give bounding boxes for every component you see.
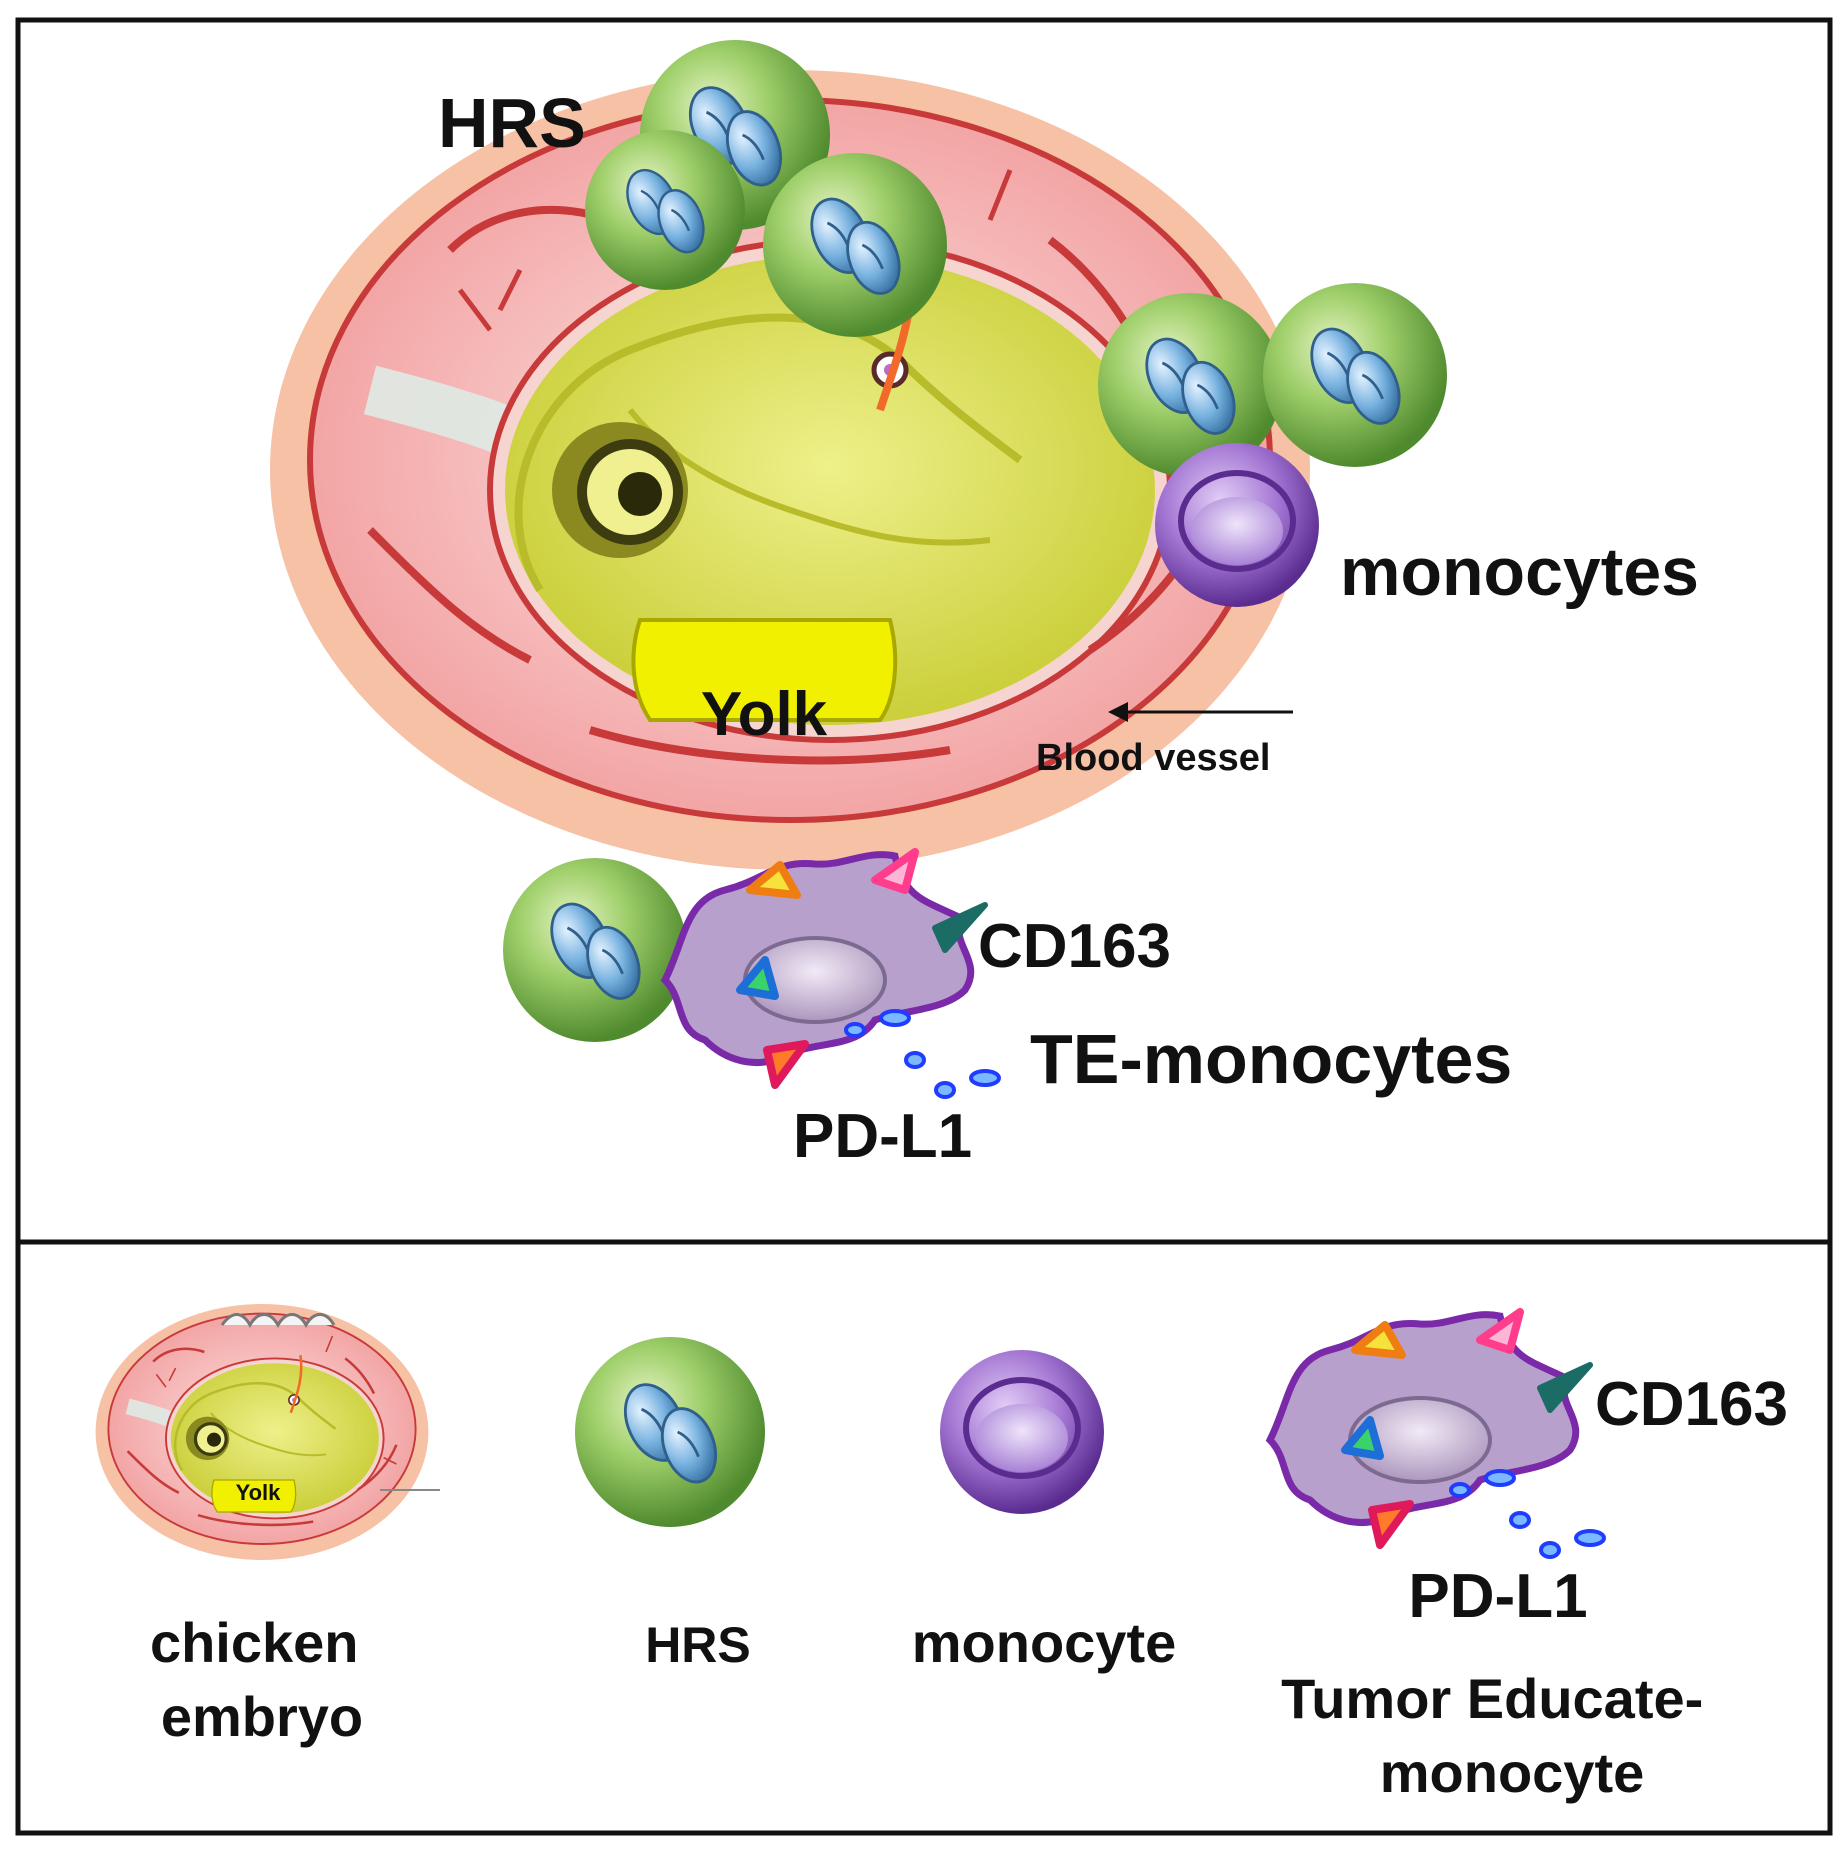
legend-monocyte-icon <box>940 1350 1104 1514</box>
legend-tumor-educate-label: Tumor Educate- monocyte <box>1281 1667 1719 1804</box>
blood-vessel-arrow-head <box>1108 702 1128 722</box>
hrs-cell <box>1261 281 1449 469</box>
legend-te-monocyte-icon <box>1270 1312 1604 1557</box>
hrs-label: HRS <box>438 84 586 162</box>
legend-cd163-label: CD163 <box>1595 1370 1788 1439</box>
legend-chicken-embryo-label: chicken embryo <box>150 1611 374 1748</box>
legend-tumor-educate-line2: monocyte <box>1380 1741 1645 1804</box>
yolk-label: Yolk <box>701 680 828 749</box>
te-monocyte-cell <box>665 852 999 1097</box>
legend-hrs-cluster-sketch <box>220 1313 336 1329</box>
legend-chicken-embryo-line1: chicken <box>150 1611 359 1674</box>
legend-pdl1-label: PD-L1 <box>1408 1562 1587 1631</box>
legend-yolk-label: Yolk <box>236 1480 282 1505</box>
legend-panel-frame <box>15 1239 1833 1836</box>
legend-chicken-embryo-icon <box>96 1304 429 1560</box>
legend-chicken-embryo-line2: embryo <box>161 1685 363 1748</box>
legend-tumor-educate-line1: Tumor Educate- <box>1281 1667 1703 1730</box>
monocyte-cell <box>1155 443 1319 607</box>
hrs-cell <box>583 128 747 292</box>
te-monocytes-label: TE-monocytes <box>1030 1020 1512 1098</box>
pdl1-label: PD-L1 <box>793 1102 972 1171</box>
hrs-cell <box>501 856 689 1044</box>
cd163-label: CD163 <box>978 912 1171 981</box>
legend-monocyte-label: monocyte <box>912 1611 1177 1674</box>
blood-vessel-label: Blood vessel <box>1036 737 1270 779</box>
legend-hrs-icon <box>573 1335 767 1529</box>
hrs-cell <box>761 151 949 339</box>
legend-hrs-label: HRS <box>645 1617 751 1673</box>
monocytes-label: monocytes <box>1340 534 1699 610</box>
